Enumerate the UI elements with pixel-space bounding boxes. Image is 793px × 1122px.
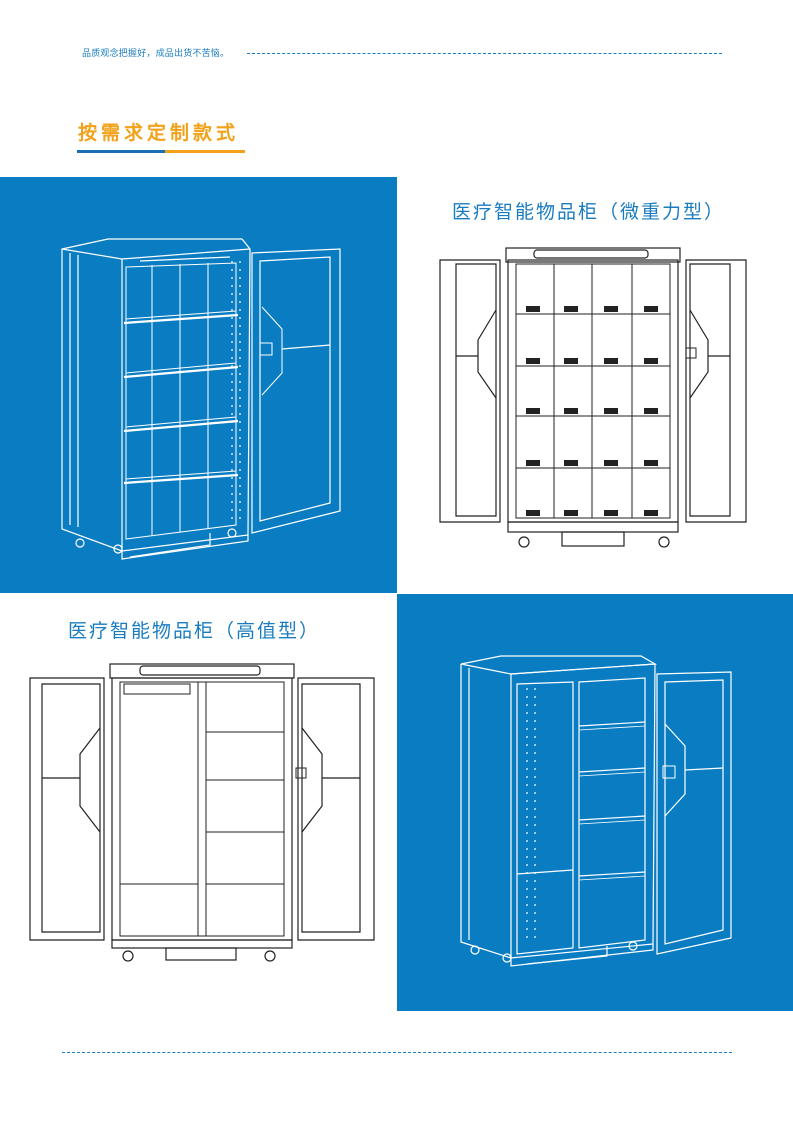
title-underline-blue (77, 150, 165, 153)
title-underline-orange (165, 150, 245, 153)
header-slogan: 品质观念把握好，成品出货不苦恼。 (82, 49, 230, 59)
product-caption-high-value: 医疗智能物品柜（高值型） (68, 620, 321, 642)
footer-divider (62, 1052, 732, 1053)
section-title: 按需求定制款式 (78, 122, 240, 144)
shelf-cabinet-drawing (460, 655, 732, 967)
product-panel-compartment-cabinet (0, 177, 397, 593)
product-caption-microgravity: 医疗智能物品柜（微重力型） (452, 201, 726, 223)
header-divider (247, 53, 722, 54)
product-panel-shelf-cabinet (397, 594, 793, 1011)
high-value-cabinet-drawing (29, 663, 375, 962)
microgravity-cabinet-drawing (439, 247, 747, 548)
compartment-cabinet-drawing (61, 238, 341, 560)
